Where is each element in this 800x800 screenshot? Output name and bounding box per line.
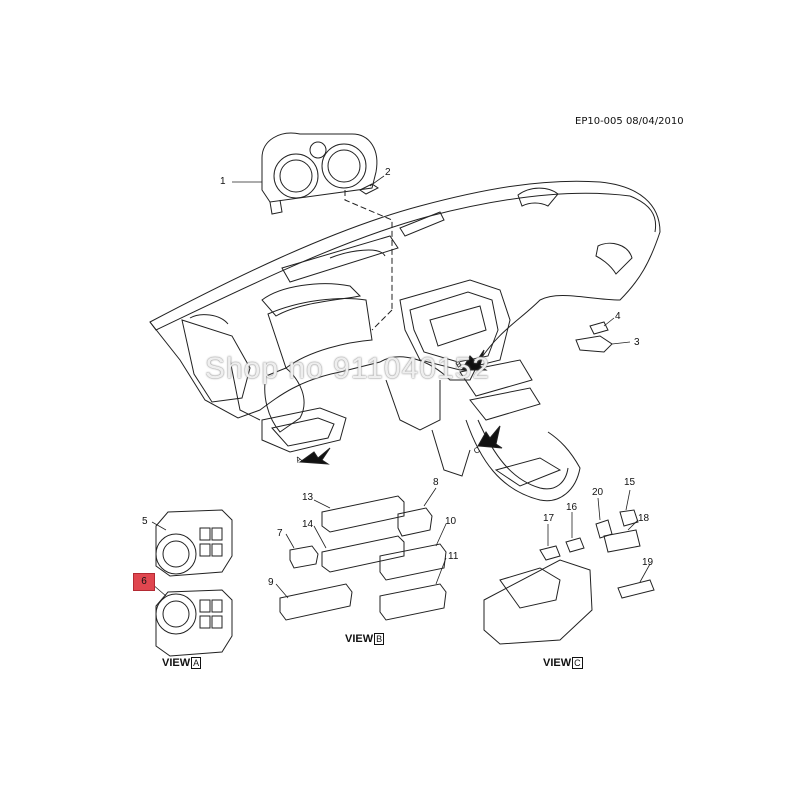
callout-8: 8 <box>433 477 439 488</box>
dashboard-outline <box>149 180 661 419</box>
switch-assembly-6 <box>155 589 233 657</box>
callout-6-highlighted: 6 <box>133 573 155 591</box>
watermark: Shop no 911040152 <box>205 352 491 385</box>
callout-15: 15 <box>624 477 636 488</box>
view-a-letter: A <box>191 657 202 669</box>
view-b-letter: B <box>374 633 385 645</box>
callout-19: 19 <box>642 557 654 568</box>
callout-7: 7 <box>277 528 283 539</box>
callout-4: 4 <box>615 311 621 322</box>
callout-14: 14 <box>302 519 314 530</box>
switch-assembly-5 <box>155 509 233 577</box>
instrument-cluster-outline <box>261 132 378 203</box>
callout-1: 1 <box>220 176 226 187</box>
reference-code: EP10-005 08/04/2010 <box>575 116 684 127</box>
callout-2: 2 <box>385 167 391 178</box>
callout-9: 9 <box>268 577 274 588</box>
view-c-prefix: VIEW <box>543 657 572 669</box>
callout-13: 13 <box>302 492 314 503</box>
callout-17: 17 <box>543 513 555 524</box>
callout-10: 10 <box>445 516 457 527</box>
callout-20: 20 <box>592 487 604 498</box>
view-c-letter: C <box>572 657 583 669</box>
callout-16: 16 <box>566 502 578 513</box>
view-a-prefix: VIEW <box>162 657 191 669</box>
view-b-prefix: VIEW <box>345 633 374 645</box>
callout-5: 5 <box>142 516 148 527</box>
callout-18: 18 <box>638 513 650 524</box>
callout-3: 3 <box>634 337 640 348</box>
callout-11: 11 <box>448 551 459 562</box>
